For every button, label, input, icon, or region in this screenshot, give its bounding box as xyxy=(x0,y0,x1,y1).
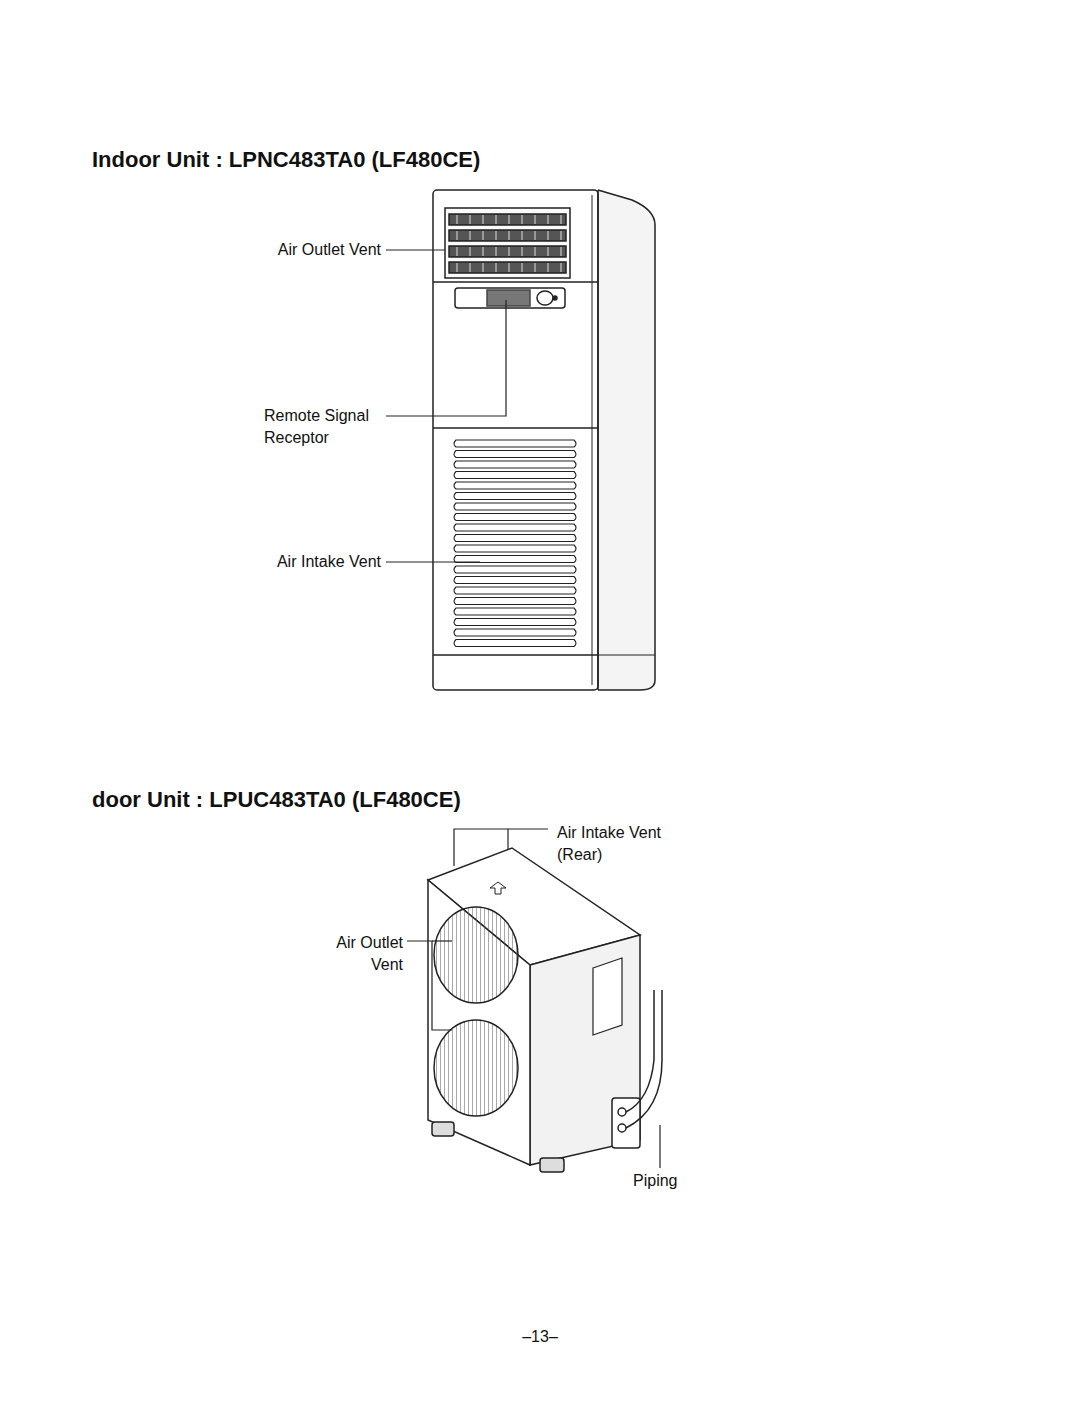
part-label: Remote Signal Receptor xyxy=(264,405,386,449)
part-label: Air Intake Vent xyxy=(221,551,381,573)
part-label: Piping xyxy=(633,1170,677,1192)
part-label: Air Intake Vent (Rear) xyxy=(557,822,682,866)
part-label: Air Outlet Vent xyxy=(221,239,381,261)
part-label: Air Outlet Vent xyxy=(318,932,403,976)
page-number: –13– xyxy=(490,1326,590,1348)
indoor-unit xyxy=(433,190,655,690)
page-title: Indoor Unit : LPNC483TA0 (LF480CE) xyxy=(92,147,480,173)
leader-lines xyxy=(386,250,506,562)
section-heading: door Unit : LPUC483TA0 (LF480CE) xyxy=(92,787,461,813)
outdoor-unit xyxy=(428,848,662,1172)
leader-lines xyxy=(407,829,660,1168)
